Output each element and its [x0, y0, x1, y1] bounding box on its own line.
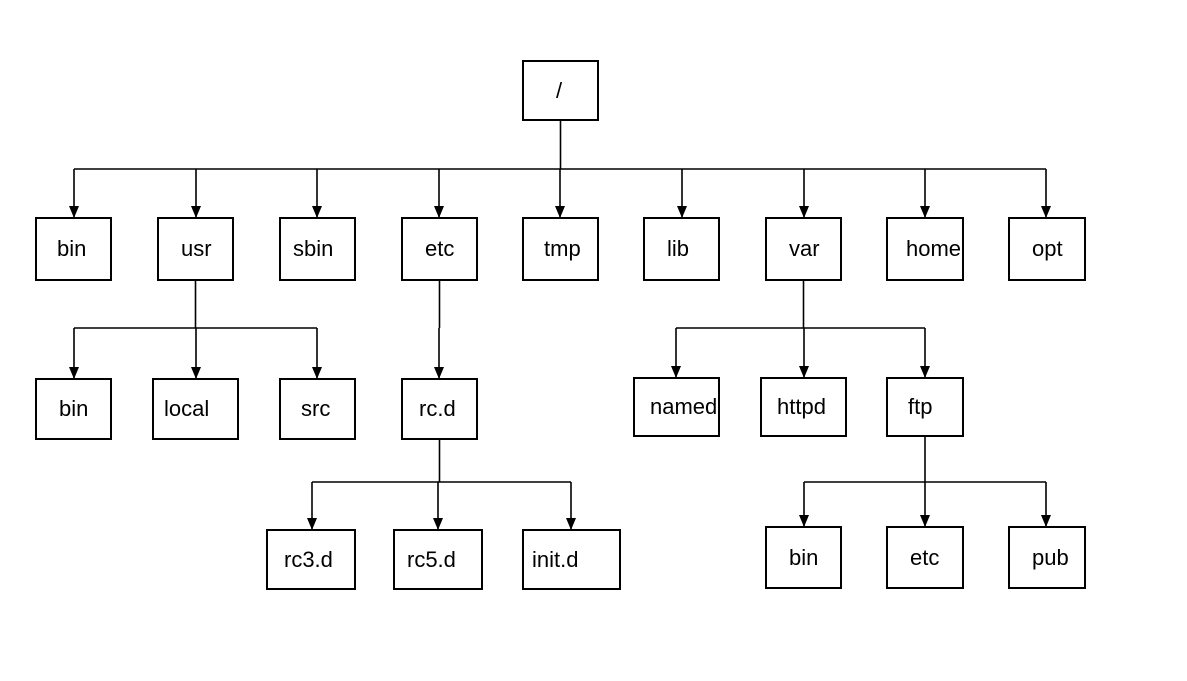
node-label: /: [556, 77, 563, 103]
node-var-named: named: [633, 377, 720, 437]
node-var-httpd: httpd: [760, 377, 847, 437]
node-rc3d: rc3.d: [266, 529, 356, 590]
node-var: var: [765, 217, 842, 281]
node-rc5d: rc5.d: [393, 529, 483, 590]
node-label: sbin: [293, 236, 334, 261]
node-label: local: [164, 396, 210, 421]
node-label: rc5.d: [407, 546, 456, 572]
node-label: var: [789, 236, 820, 261]
node-initd: init.d: [522, 529, 621, 590]
node-bin: bin: [35, 217, 112, 281]
node-var-ftp: ftp: [886, 377, 964, 437]
node-sbin: sbin: [279, 217, 356, 281]
node-label: lib: [667, 236, 690, 261]
node-ftp-bin: bin: [765, 526, 842, 589]
node-tmp: tmp: [522, 217, 599, 281]
node-etc: etc: [401, 217, 478, 281]
node-label: opt: [1032, 236, 1063, 261]
node-label: bin: [789, 544, 819, 570]
node-label: src: [301, 396, 331, 421]
node-label: ftp: [908, 394, 933, 419]
node-label: tmp: [544, 236, 581, 261]
node-root: /: [522, 60, 599, 121]
node-opt: opt: [1008, 217, 1086, 281]
node-etc-rcd: rc.d: [401, 378, 478, 440]
node-label: usr: [181, 236, 212, 261]
node-usr-local: local: [152, 378, 239, 440]
node-label: rc3.d: [284, 546, 333, 572]
node-label: named: [650, 394, 718, 419]
node-label: bin: [57, 236, 87, 261]
node-home: home: [886, 217, 964, 281]
node-usr-src: src: [279, 378, 356, 440]
node-label: etc: [910, 544, 940, 570]
node-ftp-etc: etc: [886, 526, 964, 589]
node-ftp-pub: pub: [1008, 526, 1086, 589]
node-label: bin: [59, 396, 89, 421]
node-lib: lib: [643, 217, 720, 281]
node-label: pub: [1032, 544, 1069, 570]
node-usr-bin: bin: [35, 378, 112, 440]
node-label: init.d: [532, 546, 579, 572]
node-label: rc.d: [419, 396, 456, 421]
node-usr: usr: [157, 217, 234, 281]
node-label: etc: [425, 236, 455, 261]
node-label: httpd: [777, 394, 826, 419]
node-label: home: [906, 236, 962, 261]
